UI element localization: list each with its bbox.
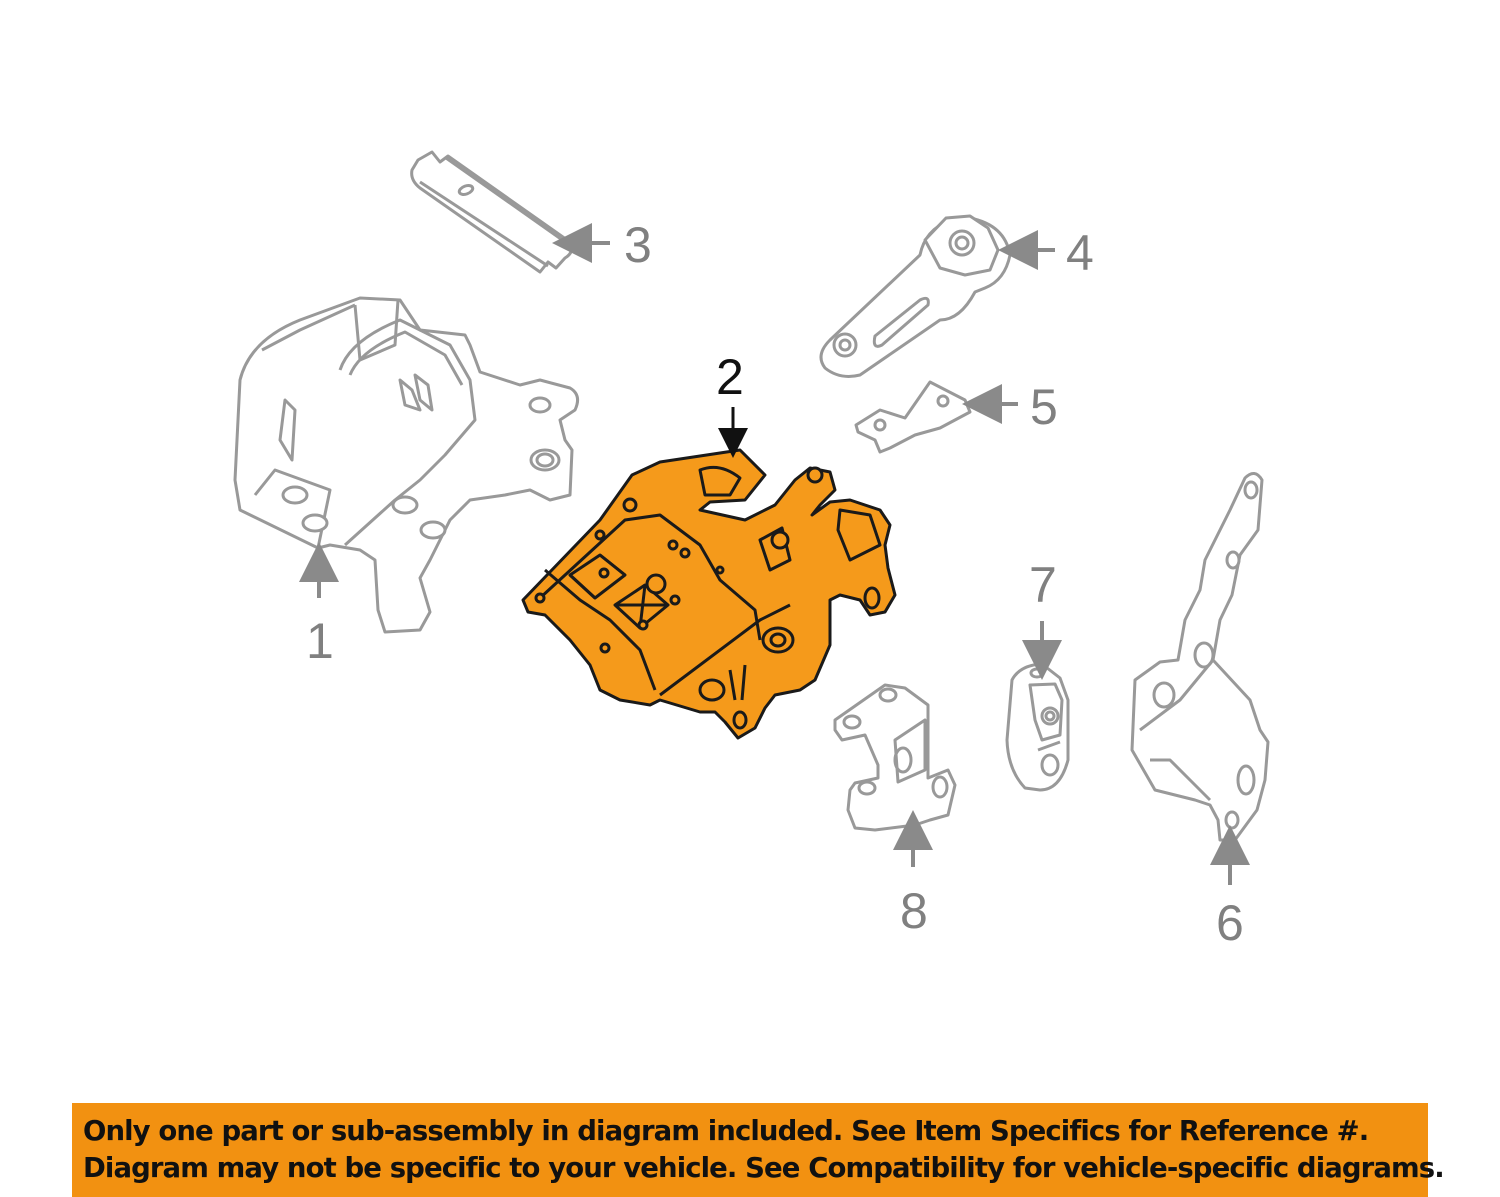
part-8-support-bracket	[833, 683, 957, 832]
callout-label-3: 3	[624, 217, 652, 273]
disclaimer-banner: Only one part or sub-assembly in diagram…	[72, 1103, 1445, 1197]
callout-label-8: 8	[900, 883, 928, 939]
part-3-mount-plate	[410, 150, 574, 274]
part-4-torque-rod	[819, 214, 1012, 378]
disclaimer-line-2: Diagram may not be specific to your vehi…	[83, 1152, 1445, 1184]
part-6-mount-bracket	[1130, 472, 1270, 842]
part-5-small-bracket	[854, 380, 972, 454]
callout-label-1: 1	[306, 613, 334, 669]
callout-label-5: 5	[1030, 379, 1058, 435]
part-1-engine-mount	[233, 296, 580, 634]
disclaimer-line-1: Only one part or sub-assembly in diagram…	[83, 1115, 1369, 1147]
part-2-transmission-mount-highlighted	[521, 448, 897, 740]
part-7-insulator	[1005, 662, 1070, 792]
callout-label-6: 6	[1216, 895, 1244, 951]
parts-diagram	[233, 150, 1270, 885]
callout-label-7: 7	[1029, 557, 1057, 613]
callout-label-4: 4	[1066, 225, 1094, 281]
callout-label-2: 2	[716, 349, 744, 405]
